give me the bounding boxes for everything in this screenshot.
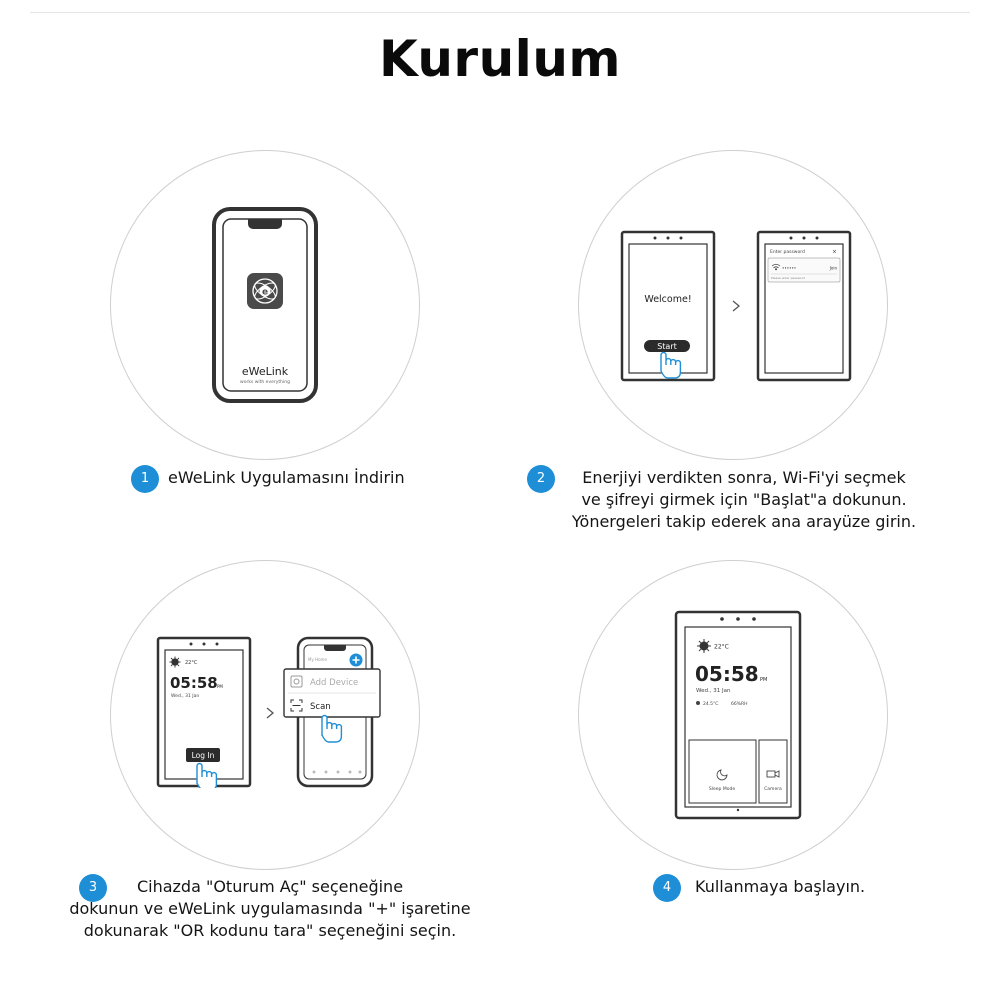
masked-password: •••••• (782, 266, 796, 271)
hand-pointer-icon (660, 351, 682, 379)
moon-icon (716, 769, 728, 781)
scan-label: Scan (310, 702, 331, 712)
sleep-mode-label: Sleep Mode (709, 786, 735, 792)
wifi-icon (771, 263, 781, 271)
camera-tile (758, 739, 788, 804)
password-panel: Enter password × •••••• Join Please ente… (756, 230, 852, 382)
camera-label: Camera (764, 786, 782, 792)
sun-icon (169, 656, 181, 668)
sleep-mode-tile (688, 739, 757, 804)
step-3-badge: 3 (79, 874, 107, 902)
step-3-circle (110, 560, 420, 870)
step-1-circle (110, 150, 420, 460)
step-1-badge: 1 (131, 465, 159, 493)
app-tagline: works with everything (240, 379, 290, 385)
chevron-right-icon (732, 300, 741, 312)
hand-pointer-icon (321, 714, 343, 743)
home-icon (696, 701, 700, 705)
step-2-line-1: Enerjiyi verdikten sonra, Wi-Fi'yi seçme… (582, 468, 906, 487)
bottom-nav-icons (312, 770, 362, 774)
ewelink-logo-icon: e (247, 273, 283, 309)
login-button (186, 748, 220, 762)
final-clock-time: 05:58 (695, 662, 759, 686)
indoor-temp: 24.5°C (703, 701, 718, 707)
start-button-label: Start (657, 342, 677, 351)
start-button (644, 340, 690, 352)
step-2-badge: 2 (527, 465, 555, 493)
app-name: eWeLink (242, 365, 289, 378)
temperature: 22°C (185, 660, 198, 666)
step-2-line-2: ve şifreyi girmek için "Başlat"a dokunun… (581, 490, 907, 509)
step-4-badge: 4 (653, 874, 681, 902)
phone-add-device: My Home Add Device Scan (283, 636, 381, 788)
login-button-label: Log In (192, 751, 215, 760)
step-4-circle (578, 560, 888, 870)
final-clock-date: Wed., 31 Jan (696, 688, 731, 694)
svg-text:e: e (262, 288, 268, 298)
plus-icon (349, 653, 363, 667)
step-1-text: eWeLink Uygulamasını İndirin (168, 468, 405, 487)
password-hint: Please enter password (771, 276, 805, 280)
indoor-humidity: 66%RH (731, 701, 748, 707)
close-icon: × (832, 249, 837, 256)
clock-ampm: PM (217, 684, 223, 689)
hand-pointer-icon (196, 762, 218, 788)
chevron-right-icon (266, 707, 275, 719)
step-2-circle (578, 150, 888, 460)
step-3-line-3: dokunarak "OR kodunu tara" seçeneğini se… (83, 921, 457, 940)
sun-icon (697, 639, 711, 653)
page-title: Kurulum (378, 30, 622, 88)
password-header: Enter password (770, 249, 805, 255)
final-panel: 22°C 05:58 PM Wed., 31 Jan 24.5°C 66%RH … (674, 610, 802, 820)
camera-icon (766, 770, 780, 778)
step-3-text: Cihazda "Oturum Aç" seçeneğine dokunun v… (40, 876, 500, 942)
home-panel: 22°C 05:58 PM Wed., 31 Jan Log In (156, 636, 252, 788)
step-3-line-1: Cihazda "Oturum Aç" seçeneğine (136, 877, 404, 896)
add-device-label: Add Device (310, 678, 358, 688)
add-device-icon (290, 675, 303, 688)
scan-icon (290, 699, 303, 712)
welcome-panel: Welcome! Start (620, 230, 716, 382)
step-4-text: Kullanmaya başlayın. (695, 877, 866, 896)
step-2-text: Enerjiyi verdikten sonra, Wi-Fi'yi seçme… (548, 467, 940, 533)
clock-time: 05:58 (170, 674, 218, 692)
clock-date: Wed., 31 Jan (171, 693, 199, 699)
welcome-text: Welcome! (644, 294, 691, 305)
final-clock-ampm: PM (760, 677, 767, 683)
phone-illustration: e eWeLink works with everything (212, 207, 318, 403)
final-temperature: 22°C (714, 644, 729, 651)
home-header: My Home (308, 657, 327, 662)
top-divider (30, 12, 970, 13)
step-2-line-3: Yönergeleri takip ederek ana arayüze gir… (571, 512, 917, 531)
join-button: Join (829, 266, 838, 271)
step-3-line-2: dokunun ve eWeLink uygulamasında "+" işa… (69, 899, 471, 918)
